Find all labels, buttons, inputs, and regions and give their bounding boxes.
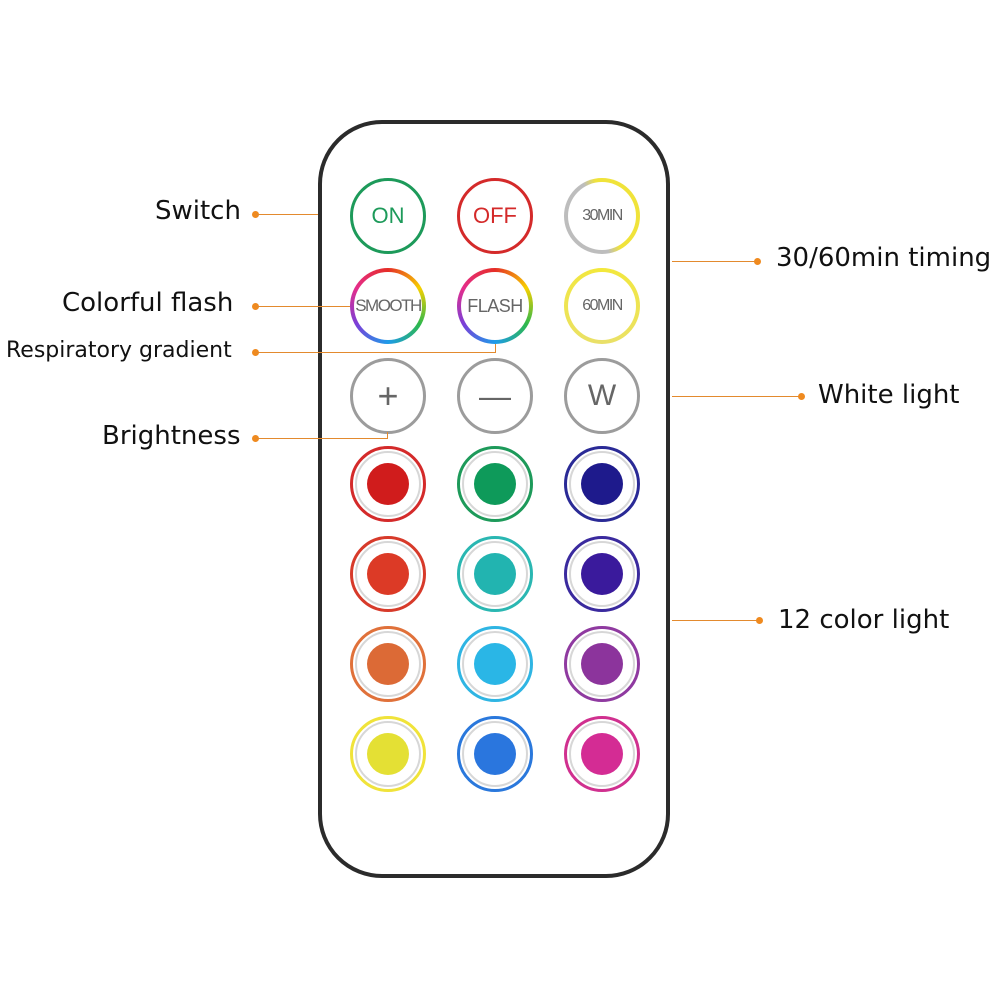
minus-icon: — — [479, 378, 511, 414]
brightness-up-button[interactable]: + — [350, 358, 426, 434]
timer-60min-button[interactable]: 60MIN — [564, 268, 640, 344]
color-button-3[interactable] — [564, 446, 640, 522]
color-button-7[interactable] — [350, 626, 426, 702]
color-button-11[interactable] — [457, 716, 533, 792]
leader-dot — [798, 393, 805, 400]
label-brightness: Brightness — [102, 421, 241, 451]
off-button-label: OFF — [473, 203, 517, 228]
label-white-light: White light — [818, 380, 960, 410]
white-light-button[interactable]: W — [564, 358, 640, 434]
leader-line — [387, 432, 388, 439]
on-button[interactable]: ON — [350, 178, 426, 254]
color-button-5[interactable] — [457, 536, 533, 612]
leader-dot — [252, 435, 259, 442]
leader-line — [256, 214, 318, 215]
flash-button[interactable]: FLASH — [457, 268, 533, 344]
color-button-6[interactable] — [564, 536, 640, 612]
color-button-inner-ring — [355, 631, 421, 697]
color-button-4[interactable] — [350, 536, 426, 612]
label-colorful-flash: Colorful flash — [62, 288, 234, 318]
color-swatch — [474, 643, 516, 685]
leader-line — [256, 438, 388, 439]
color-button-10[interactable] — [350, 716, 426, 792]
leader-dot — [756, 617, 763, 624]
leader-dot — [252, 211, 259, 218]
label-switch: Switch — [155, 196, 241, 226]
leader-dot — [252, 303, 259, 310]
leader-dot — [754, 258, 761, 265]
leader-line — [672, 396, 802, 397]
timer-30min-label: 30MIN — [582, 207, 623, 224]
color-swatch — [474, 553, 516, 595]
color-button-8[interactable] — [457, 626, 533, 702]
on-button-label: ON — [371, 203, 405, 228]
color-swatch — [367, 643, 409, 685]
color-swatch — [581, 643, 623, 685]
color-swatch — [367, 463, 409, 505]
label-timing: 30/60min timing — [776, 243, 992, 273]
color-swatch — [474, 733, 516, 775]
leader-dot — [252, 349, 259, 356]
plus-icon: + — [377, 375, 399, 416]
off-button[interactable]: OFF — [457, 178, 533, 254]
label-color-light: 12 color light — [778, 605, 950, 635]
flash-button-label: FLASH — [467, 295, 523, 316]
leader-line — [256, 306, 350, 307]
timer-60min-label: 60MIN — [582, 297, 623, 314]
color-button-9[interactable] — [564, 626, 640, 702]
leader-line — [256, 352, 496, 353]
color-swatch — [474, 463, 516, 505]
brightness-down-button[interactable]: — — [457, 358, 533, 434]
color-swatch — [367, 553, 409, 595]
color-button-2[interactable] — [457, 446, 533, 522]
color-button-12[interactable] — [564, 716, 640, 792]
white-button-label: W — [587, 379, 617, 412]
color-swatch — [581, 733, 623, 775]
smooth-button[interactable]: SMOOTH — [350, 268, 426, 344]
leader-line — [672, 261, 758, 262]
color-button-1[interactable] — [350, 446, 426, 522]
leader-line — [495, 344, 496, 353]
timer-30min-button[interactable]: 30MIN — [564, 178, 640, 254]
color-swatch — [581, 553, 623, 595]
smooth-button-label: SMOOTH — [355, 296, 422, 315]
leader-line — [672, 620, 760, 621]
label-respiratory-gradient: Respiratory gradient — [6, 338, 232, 363]
color-swatch — [581, 463, 623, 505]
color-swatch — [367, 733, 409, 775]
